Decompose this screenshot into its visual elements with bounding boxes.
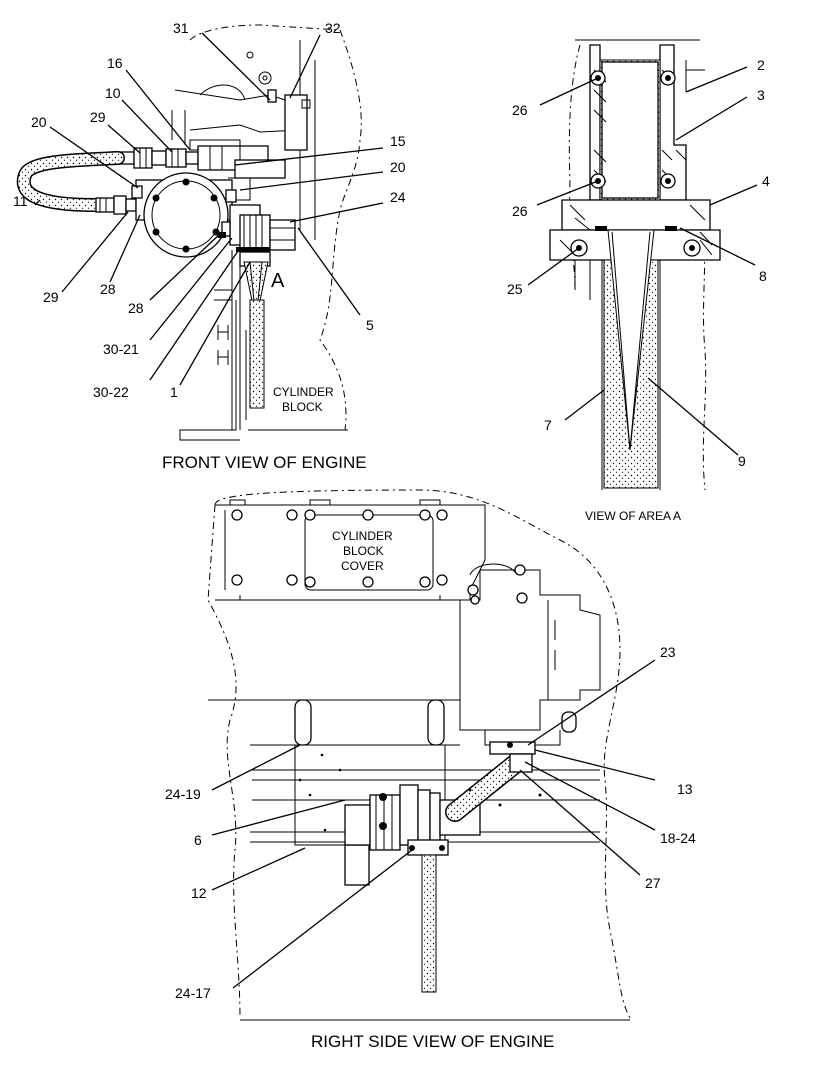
callout-28b: 28 bbox=[128, 300, 144, 316]
area-a-caption: VIEW OF AREA A bbox=[585, 509, 681, 523]
callout-8: 8 bbox=[759, 268, 767, 284]
callout-24-17: 24-17 bbox=[175, 985, 211, 1001]
callout-12: 12 bbox=[191, 885, 207, 901]
callout-4: 4 bbox=[762, 173, 770, 189]
callout-31: 31 bbox=[173, 20, 189, 36]
callout-9: 9 bbox=[738, 453, 746, 469]
callout-29b: 29 bbox=[43, 289, 59, 305]
callout-20b: 20 bbox=[390, 159, 406, 175]
callout-30-22: 30-22 bbox=[93, 384, 129, 400]
callout-2: 2 bbox=[757, 57, 765, 73]
callout-28: 28 bbox=[100, 281, 116, 297]
cover-label-2: BLOCK bbox=[343, 544, 384, 558]
callout-7: 7 bbox=[544, 417, 552, 433]
area-a-view: 2 3 26 4 26 25 8 7 9 VIEW OF AREA A bbox=[507, 39, 770, 523]
cylinder-block-label-1: CYLINDER bbox=[273, 385, 334, 399]
callout-30-21: 30-21 bbox=[103, 341, 139, 357]
callout-32: 32 bbox=[325, 20, 341, 36]
area-a-marker: A bbox=[271, 270, 285, 292]
callout-23: 23 bbox=[660, 644, 676, 660]
callout-3: 3 bbox=[757, 87, 765, 103]
callout-16: 16 bbox=[107, 55, 123, 71]
callout-6: 6 bbox=[194, 832, 202, 848]
callout-20: 20 bbox=[31, 114, 47, 130]
right-view-caption: RIGHT SIDE VIEW OF ENGINE bbox=[311, 1032, 554, 1051]
callout-5: 5 bbox=[366, 317, 374, 333]
callout-26: 26 bbox=[512, 102, 528, 118]
callout-15: 15 bbox=[390, 133, 406, 149]
callout-1: 1 bbox=[170, 384, 178, 400]
callout-13: 13 bbox=[677, 781, 693, 797]
right-side-view: CYLINDER BLOCK COVER bbox=[165, 489, 696, 1051]
callout-24-19: 24-19 bbox=[165, 786, 201, 802]
front-view: CYLINDER BLOCK A 31 32 16 10 29 20 15 20… bbox=[13, 20, 406, 472]
callout-18-24: 18-24 bbox=[660, 830, 696, 846]
cover-label-1: CYLINDER bbox=[332, 529, 393, 543]
callout-10: 10 bbox=[105, 85, 121, 101]
callout-25: 25 bbox=[507, 281, 523, 297]
cover-label-3: COVER bbox=[341, 559, 384, 573]
cylinder-block-label-2: BLOCK bbox=[282, 400, 323, 414]
callout-24: 24 bbox=[390, 189, 406, 205]
callout-27: 27 bbox=[645, 875, 661, 891]
callout-11: 11 bbox=[13, 193, 28, 209]
callout-29: 29 bbox=[90, 109, 106, 125]
callout-26b: 26 bbox=[512, 203, 528, 219]
front-view-caption: FRONT VIEW OF ENGINE bbox=[162, 453, 367, 472]
